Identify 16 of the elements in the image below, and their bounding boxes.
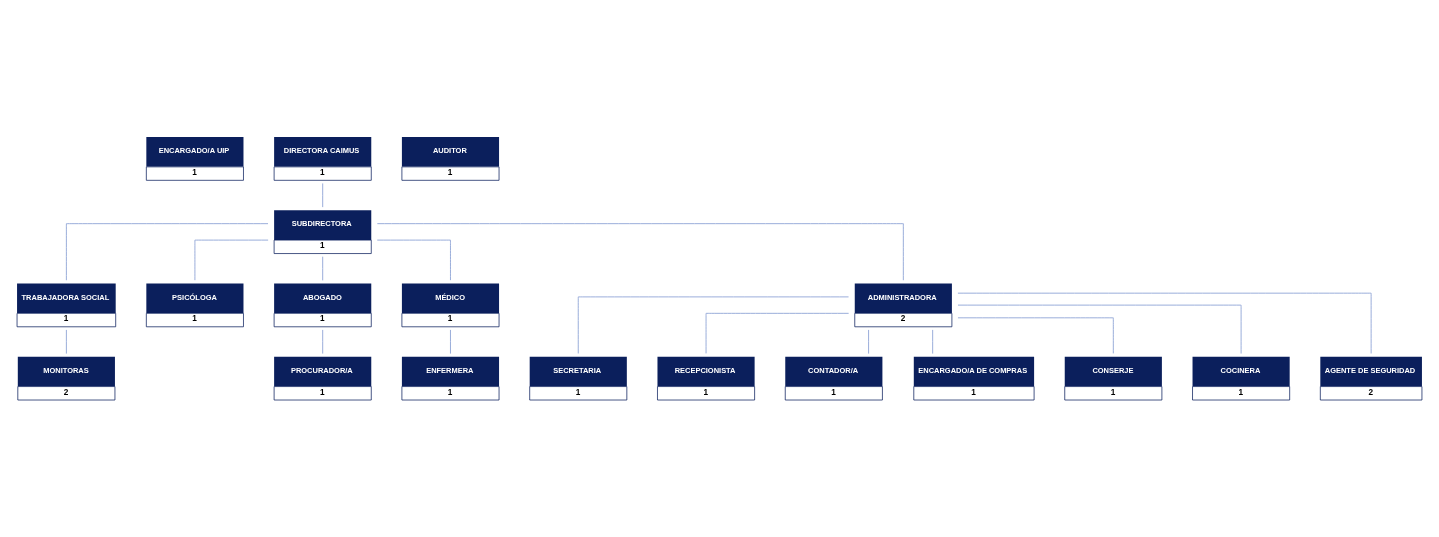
connector [868,329,870,355]
connector [577,296,849,354]
connector [322,256,324,281]
connector [705,312,850,354]
connector [65,223,269,281]
connector [376,223,904,281]
connector [450,329,451,355]
connector [322,183,324,208]
connector [957,292,1372,354]
connector [194,239,269,281]
connector [322,329,324,355]
connector [957,317,1114,354]
connector [932,329,934,355]
connector [376,239,451,281]
connector [65,329,67,355]
connector [957,304,1242,354]
